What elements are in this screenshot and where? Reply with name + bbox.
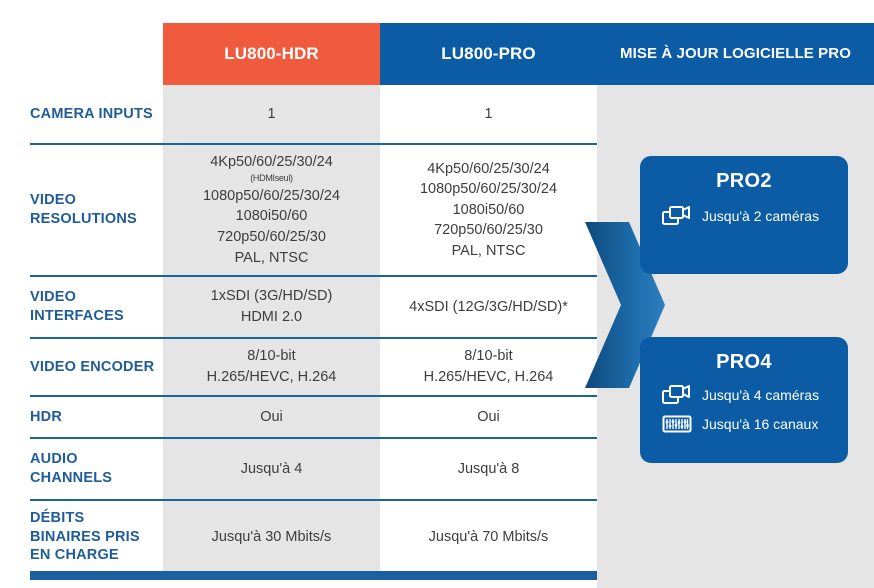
cell-hdr: 1xSDI (3G/HD/SD)HDMI 2.0 bbox=[210, 288, 333, 325]
table-row: VIDEO RESOLUTIONS 4Kp50/60/25/30/24 (HDM… bbox=[30, 145, 597, 277]
cell-hdr: Jusqu'à 4 bbox=[240, 460, 303, 477]
spec-table: CAMERA INPUTS 1 1 VIDEO RESOLUTIONS 4Kp5… bbox=[30, 85, 597, 573]
table-bottom-rule bbox=[30, 571, 597, 580]
card-pro4-title: PRO4 bbox=[716, 351, 772, 373]
cell-pro: 1 bbox=[484, 105, 493, 122]
camcorder-icon bbox=[660, 384, 694, 406]
row-label: VIDEO ENCODER bbox=[30, 358, 155, 375]
card-pro2-feature-cameras-label: Jusqu'à 2 caméras bbox=[702, 208, 820, 224]
cell-pro: Oui bbox=[477, 408, 500, 425]
card-pro4-feature-channels: Jusqu'à 16 canaux bbox=[640, 414, 848, 434]
row-label: VIDEO INTERFACES bbox=[30, 289, 124, 324]
cell-pro: Jusqu'à 70 Mbits/s bbox=[428, 528, 549, 545]
cell-pro: 4xSDI (12G/3G/HD/SD)* bbox=[409, 298, 568, 315]
cell-hdr: Jusqu'à 30 Mbits/s bbox=[211, 528, 332, 545]
column-header-lu800-pro-label: LU800-PRO bbox=[441, 44, 536, 63]
card-pro2[interactable]: PRO2 Jusqu'à 2 caméras bbox=[640, 156, 848, 274]
column-header-upgrade-label: MISE À JOUR LOGICIELLE PRO bbox=[620, 44, 851, 62]
table-row: CAMERA INPUTS 1 1 bbox=[30, 85, 597, 145]
table-row: DÉBITS BINAIRES PRIS EN CHARGE Jusqu'à 3… bbox=[30, 501, 597, 573]
card-pro4-feature-cameras-label: Jusqu'à 4 caméras bbox=[702, 387, 820, 403]
row-label: HDR bbox=[30, 408, 63, 425]
card-pro4-feature-cameras: Jusqu'à 4 caméras bbox=[640, 384, 848, 406]
row-label: VIDEO RESOLUTIONS bbox=[30, 192, 137, 227]
card-pro4[interactable]: PRO4 Jusqu'à 4 caméras bbox=[640, 337, 848, 463]
table-row: AUDIO CHANNELS Jusqu'à 4 Jusqu'à 8 bbox=[30, 439, 597, 501]
audio-mixer-icon bbox=[660, 414, 694, 434]
cell-hdr: 4Kp50/60/25/30/24 (HDMIseul) 1080p50/60/… bbox=[163, 145, 380, 275]
card-pro4-feature-channels-label: Jusqu'à 16 canaux bbox=[702, 416, 819, 432]
row-label: DÉBITS BINAIRES PRIS EN CHARGE bbox=[30, 510, 140, 564]
cell-hdr-line1: 4Kp50/60/25/30/24 bbox=[210, 153, 333, 170]
camcorder-icon bbox=[660, 205, 694, 227]
cell-hdr: Oui bbox=[260, 408, 283, 425]
column-header-upgrade: MISE À JOUR LOGICIELLE PRO bbox=[597, 23, 874, 85]
cell-hdr: 1 bbox=[267, 105, 276, 122]
hdr-column-shading bbox=[163, 85, 380, 573]
row-label: AUDIO CHANNELS bbox=[30, 451, 113, 486]
cell-pro: Jusqu'à 8 bbox=[457, 460, 520, 477]
cell-hdr-note: (HDMIseul) bbox=[250, 173, 293, 184]
column-header-lu800-hdr: LU800-HDR bbox=[163, 23, 380, 85]
column-header-lu800-pro: LU800-PRO bbox=[380, 23, 597, 85]
row-label: CAMERA INPUTS bbox=[30, 105, 153, 122]
table-row: VIDEO INTERFACES 1xSDI (3G/HD/SD)HDMI 2.… bbox=[30, 277, 597, 339]
table-row: HDR Oui Oui bbox=[30, 397, 597, 439]
column-header-blue-band: LU800-PRO MISE À JOUR LOGICIELLE PRO bbox=[380, 23, 874, 85]
column-header-lu800-hdr-label: LU800-HDR bbox=[224, 44, 319, 63]
card-pro2-title: PRO2 bbox=[716, 170, 772, 192]
card-pro2-feature-cameras: Jusqu'à 2 caméras bbox=[640, 205, 848, 227]
